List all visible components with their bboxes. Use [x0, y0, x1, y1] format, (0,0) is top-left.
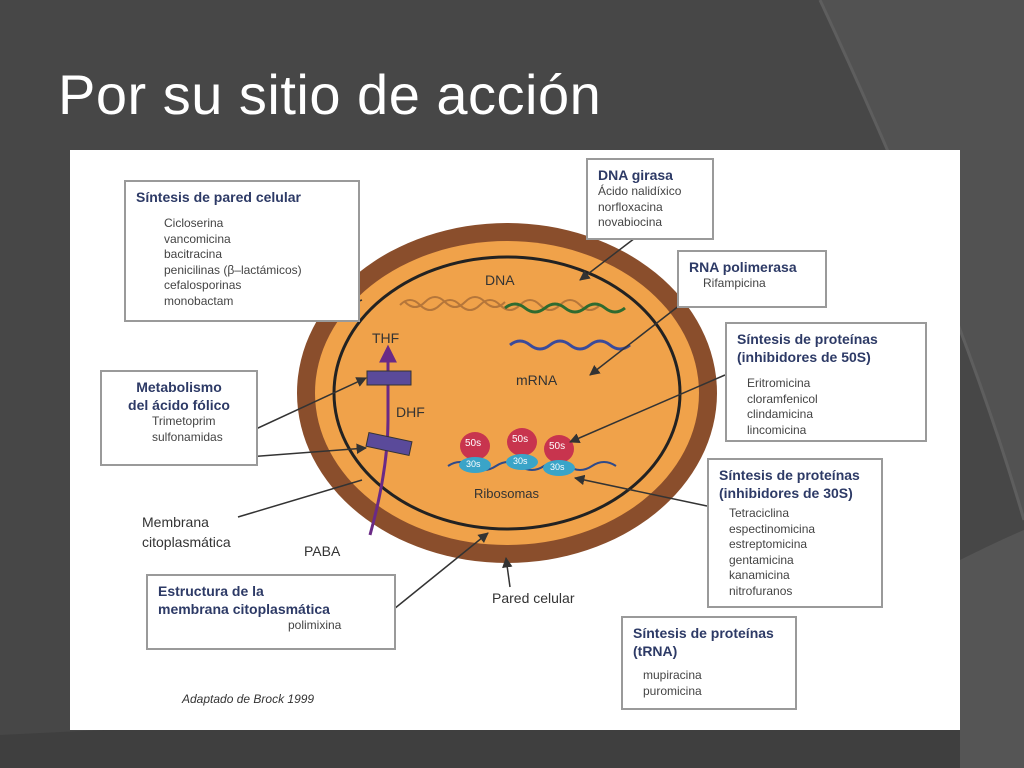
mrna-label: mRNA [516, 372, 558, 388]
ribosome-30s [459, 457, 491, 473]
drug-name: penicilinas (β–lactámicos) [164, 262, 302, 277]
paba-label: PABA [304, 543, 341, 559]
drug-name: Eritromicina [747, 376, 811, 390]
ribosome-50s [460, 432, 490, 460]
drug-name: Rifampicina [703, 276, 766, 290]
pointer-cell-wall-bottom [502, 556, 513, 588]
box-membrane-structure: Estructura de la membrana citoplasmática… [146, 574, 396, 650]
dna-label: DNA [485, 272, 515, 288]
drug-name: monobactam [164, 293, 234, 308]
bacterial-cell-diagram: DNA mRNA THF DHF PABA Ribosomas Pared ce… [70, 150, 960, 730]
drug-name: sulfonamidas [152, 429, 223, 444]
box-dna-gyrase: DNA girasa Ácido nalidíxico norfloxacina… [586, 158, 714, 240]
drug-name: Trimetoprim [152, 414, 216, 428]
drug-name: vancomicina [164, 231, 231, 246]
pointer-50s [569, 374, 726, 444]
box-rna-polymerase: RNA polimerasa Rifampicina [677, 250, 827, 308]
box-title: RNA polimerasa [689, 259, 797, 275]
dna-green-strand [504, 302, 626, 314]
pointer-membrane [237, 479, 363, 518]
slide-title: Por su sitio de acción [58, 63, 602, 126]
pointer-30s [573, 474, 708, 507]
drug-name: kanamicina [729, 568, 790, 582]
box-title: Síntesis de pared celular [136, 189, 301, 205]
box-title: Estructura de la membrana citoplasmática [158, 582, 384, 618]
pointer-rna-polymerase [589, 304, 681, 376]
drug-name: clindamicina [747, 407, 814, 421]
mrna-strand [509, 339, 631, 351]
box-title-line2: (inhibidores de 30S) [719, 485, 853, 501]
box-folic-acid-metabolism: Metabolismo del ácido fólico Trimetoprim… [100, 370, 258, 466]
drug-name: norfloxacina [598, 199, 663, 214]
dhf-label: DHF [396, 404, 425, 420]
ribosome-50s-label: 50s [549, 441, 566, 452]
box-title: Síntesis de proteínas (inhibidores de 50… [737, 330, 915, 366]
diagram-graphics [229, 223, 726, 631]
drug-name: Cicloserina [164, 216, 224, 230]
box-protein-synthesis-50s: Síntesis de proteínas (inhibidores de 50… [725, 322, 927, 442]
box-title-line1: Síntesis de proteínas [737, 331, 878, 347]
box-title-line1: Estructura de la [158, 583, 264, 599]
ribosome-50s [507, 428, 537, 456]
cytoplasm [315, 241, 699, 545]
drug-name: bacitracina [164, 247, 223, 261]
pointer-dna-gyrase [579, 237, 636, 281]
dhfr-block [366, 370, 412, 386]
ribosome-50s-label: 50s [512, 434, 529, 445]
box-title: Metabolismo del ácido fólico [112, 378, 246, 414]
box-title-line2: membrana citoplasmática [158, 601, 330, 617]
box-title-line1: Metabolismo [136, 379, 222, 395]
ribosome-50s-label: 50s [465, 438, 482, 449]
ribosomes-label: Ribosomas [474, 486, 540, 501]
drug-name: Ácido nalidíxico [598, 184, 682, 198]
drug-name: nitrofuranos [729, 583, 793, 598]
ribosome-30s-label: 30s [466, 459, 481, 469]
box-protein-synthesis-trna: Síntesis de proteínas (tRNA) mupiracina … [621, 616, 797, 710]
drug-name: polimixina [288, 618, 342, 632]
box-title-line1: Síntesis de proteínas [719, 467, 860, 483]
box-title: Síntesis de proteínas (tRNA) [633, 624, 785, 660]
drug-name: cloramfenicol [747, 391, 818, 406]
cell-wall-label: Pared celular [492, 590, 575, 606]
box-title: Síntesis de proteínas (inhibidores de 30… [719, 466, 871, 502]
box-title-line1: Síntesis de proteínas [633, 625, 774, 641]
dna-strand-2 [404, 296, 506, 308]
drug-name: puromicina [643, 683, 702, 698]
box-title-line2: (inhibidores de 50S) [737, 349, 871, 365]
drug-name: estreptomicina [729, 537, 808, 551]
drug-name: cefalosporinas [164, 278, 242, 292]
membrane-label-line1: Membrana [142, 514, 209, 530]
membrane-label-line2: citoplasmática [142, 534, 231, 550]
ribosome-30s [543, 460, 575, 476]
drug-name: novabiocina [598, 215, 663, 229]
drug-name: mupiracina [643, 668, 702, 682]
folate-pathway-arrow [368, 344, 397, 536]
box-protein-synthesis-30s: Síntesis de proteínas (inhibidores de 30… [707, 458, 883, 608]
box-title-line2: (tRNA) [633, 643, 678, 659]
ribosome-50s [544, 435, 574, 463]
drug-name: espectinomicina [729, 521, 816, 536]
dhps-block [365, 431, 413, 457]
ribosome-30s-label: 30s [550, 462, 565, 472]
ribosome-30s-label: 30s [513, 456, 528, 466]
box-title-line2: del ácido fólico [128, 397, 230, 413]
membrane-label: Membrana citoplasmática [142, 512, 231, 552]
drug-name: Tetraciclina [729, 506, 790, 520]
thf-label: THF [372, 330, 400, 346]
source-note: Adaptado de Brock 1999 [182, 692, 315, 706]
drug-name: lincomicina [747, 422, 807, 437]
box-cell-wall-synthesis: Síntesis de pared celular Cicloserina va… [124, 180, 360, 322]
ribosome-30s [506, 454, 538, 470]
box-title: DNA girasa [598, 167, 673, 183]
drug-name: gentamicina [729, 552, 794, 567]
